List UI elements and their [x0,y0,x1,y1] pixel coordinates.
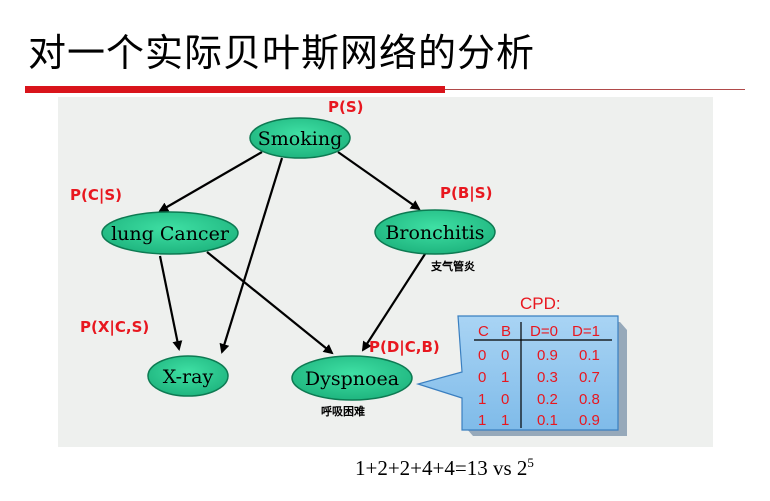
cpd-cell: 0.2 [537,391,558,408]
cpd-cell: 1 [478,412,486,429]
edge-smoking-xray [219,157,284,354]
label-p-x-given-cs: P(X|C,S) [80,318,149,337]
edge-smoking-bronchitis [337,151,421,211]
parameter-count-formula: 1+2+2+4+4=13 vs 25 [355,455,534,481]
label-p-b-given-s: P(B|S) [440,184,492,203]
title-rule-red [25,86,445,93]
cpd-callout: CPD: C B D=0 D=1 0 0 0.9 0.1 0 1 0.3 0.7… [415,294,627,436]
note-bronchitis-chinese: 支气管炎 [430,259,475,273]
cpd-header-d1: D=1 [572,323,600,340]
formula-exponent: 5 [527,455,534,470]
node-smoking-label: Smoking [258,128,342,150]
cpd-cell: 0.3 [537,369,558,386]
cpd-cell: 1 [478,391,486,408]
cpd-cell: 0 [478,369,486,386]
edge-bronchitis-dyspnoea [361,253,426,352]
cpd-title: CPD: [520,294,561,313]
title-rule-gray [445,89,745,90]
cpd-cell: 0.8 [579,391,600,408]
cpd-row: 1 1 0.1 0.9 [478,412,600,429]
edge-lungcancer-dyspnoea [206,251,334,355]
formula-main: 1+2+2+4+4=13 vs 2 [355,456,528,480]
cpd-header-b: B [501,323,511,340]
node-xray-label: X-ray [163,366,214,388]
node-smoking: Smoking [249,117,351,159]
node-dyspnoea-label: Dyspnoea [305,368,399,390]
edge-lungcancer-xray [158,255,183,351]
cpd-cell: 1 [501,412,509,429]
label-p-d-given-cb: P(D|C,B) [369,338,440,357]
node-dyspnoea: Dyspnoea [291,355,413,401]
cpd-cell: 0.9 [579,412,600,429]
note-dyspnoea-chinese: 呼吸困难 [321,404,365,418]
label-p-c-given-s: P(C|S) [70,186,122,205]
cpd-cell: 0 [501,391,509,408]
cpd-cell: 0.1 [537,412,558,429]
node-bronchitis: Bronchitis [374,209,496,255]
cpd-cell: 0.1 [579,347,600,364]
cpd-header-row: C B D=0 D=1 [478,323,600,340]
cpd-row: 0 1 0.3 0.7 [478,369,600,386]
cpd-row: 0 0 0.9 0.1 [478,347,600,364]
slide-title: 对一个实际贝叶斯网络的分析 [28,31,536,75]
cpd-header-c: C [478,323,489,340]
node-lung-cancer-label: lung Cancer [111,223,230,245]
node-xray: X-ray [147,355,229,397]
cpd-row: 1 0 0.2 0.8 [478,391,600,408]
edge-smoking-lungcancer [158,151,263,213]
node-bronchitis-label: Bronchitis [385,222,484,244]
cpd-cell: 0 [478,347,486,364]
cpd-cell: 0.9 [537,347,558,364]
cpd-cell: 1 [501,369,509,386]
cpd-cell: 0.7 [579,369,600,386]
cpd-cell: 0 [501,347,509,364]
label-p-s: P(S) [328,98,364,116]
cpd-header-d0: D=0 [530,323,558,340]
node-lung-cancer: lung Cancer [101,211,239,255]
